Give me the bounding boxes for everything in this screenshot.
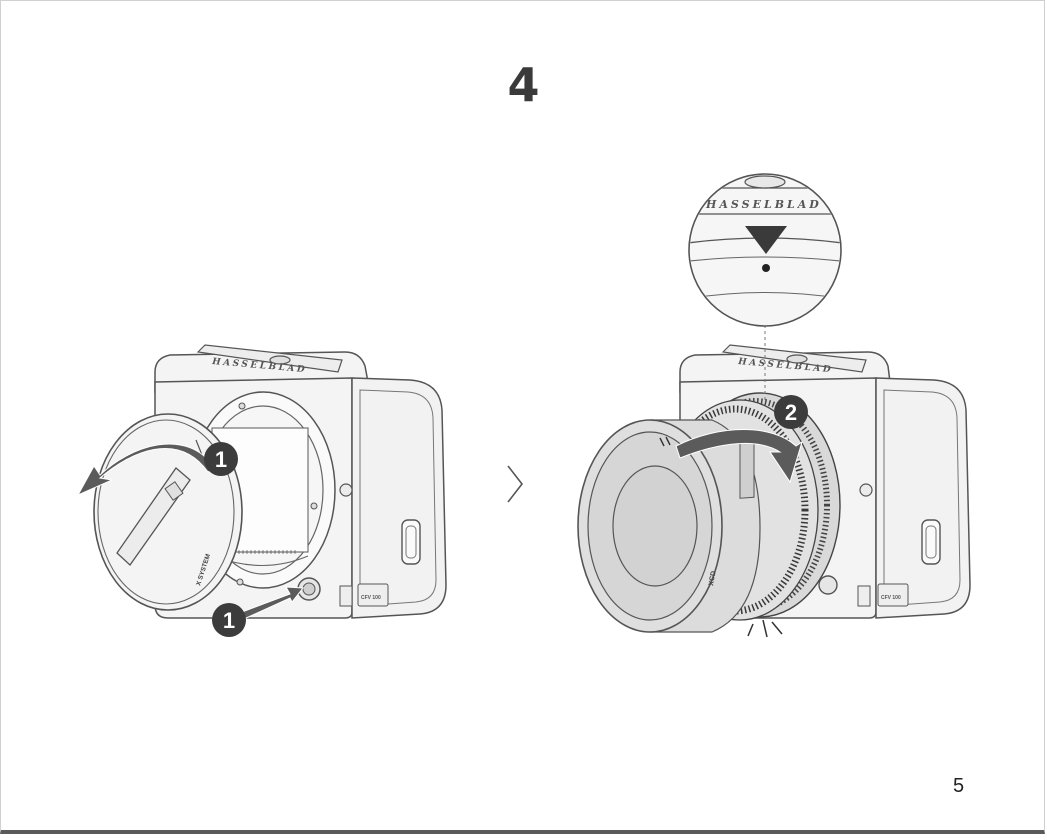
- step-badge-1a: 1: [204, 442, 238, 476]
- zoom-detail: HASSELBLAD: [688, 173, 842, 327]
- rotate-arrow-right: [675, 429, 803, 484]
- triangle-down-icon: [745, 226, 787, 254]
- model-plate-left: CFV 100: [361, 595, 381, 601]
- step-number: 4: [507, 58, 540, 112]
- click-sound-icon: [747, 619, 783, 638]
- lens-label: XCD: [708, 571, 717, 587]
- chevron-right-icon: [507, 465, 524, 503]
- page-number: 5: [953, 775, 965, 797]
- step-badge-1b: 1: [212, 603, 246, 637]
- step-badge-label: 1: [215, 447, 227, 472]
- step-badge-label: 1: [223, 608, 235, 633]
- lens: [577, 392, 841, 633]
- zoom-brand-logo: HASSELBLAD: [705, 198, 822, 211]
- alignment-dot: [762, 264, 770, 272]
- press-arrow-left: [241, 586, 304, 620]
- model-plate-right: CFV 100: [881, 595, 901, 601]
- rotate-arrow-left: [76, 443, 216, 497]
- step-badge-2: 2: [774, 395, 808, 429]
- step-badge-label: 2: [785, 400, 797, 425]
